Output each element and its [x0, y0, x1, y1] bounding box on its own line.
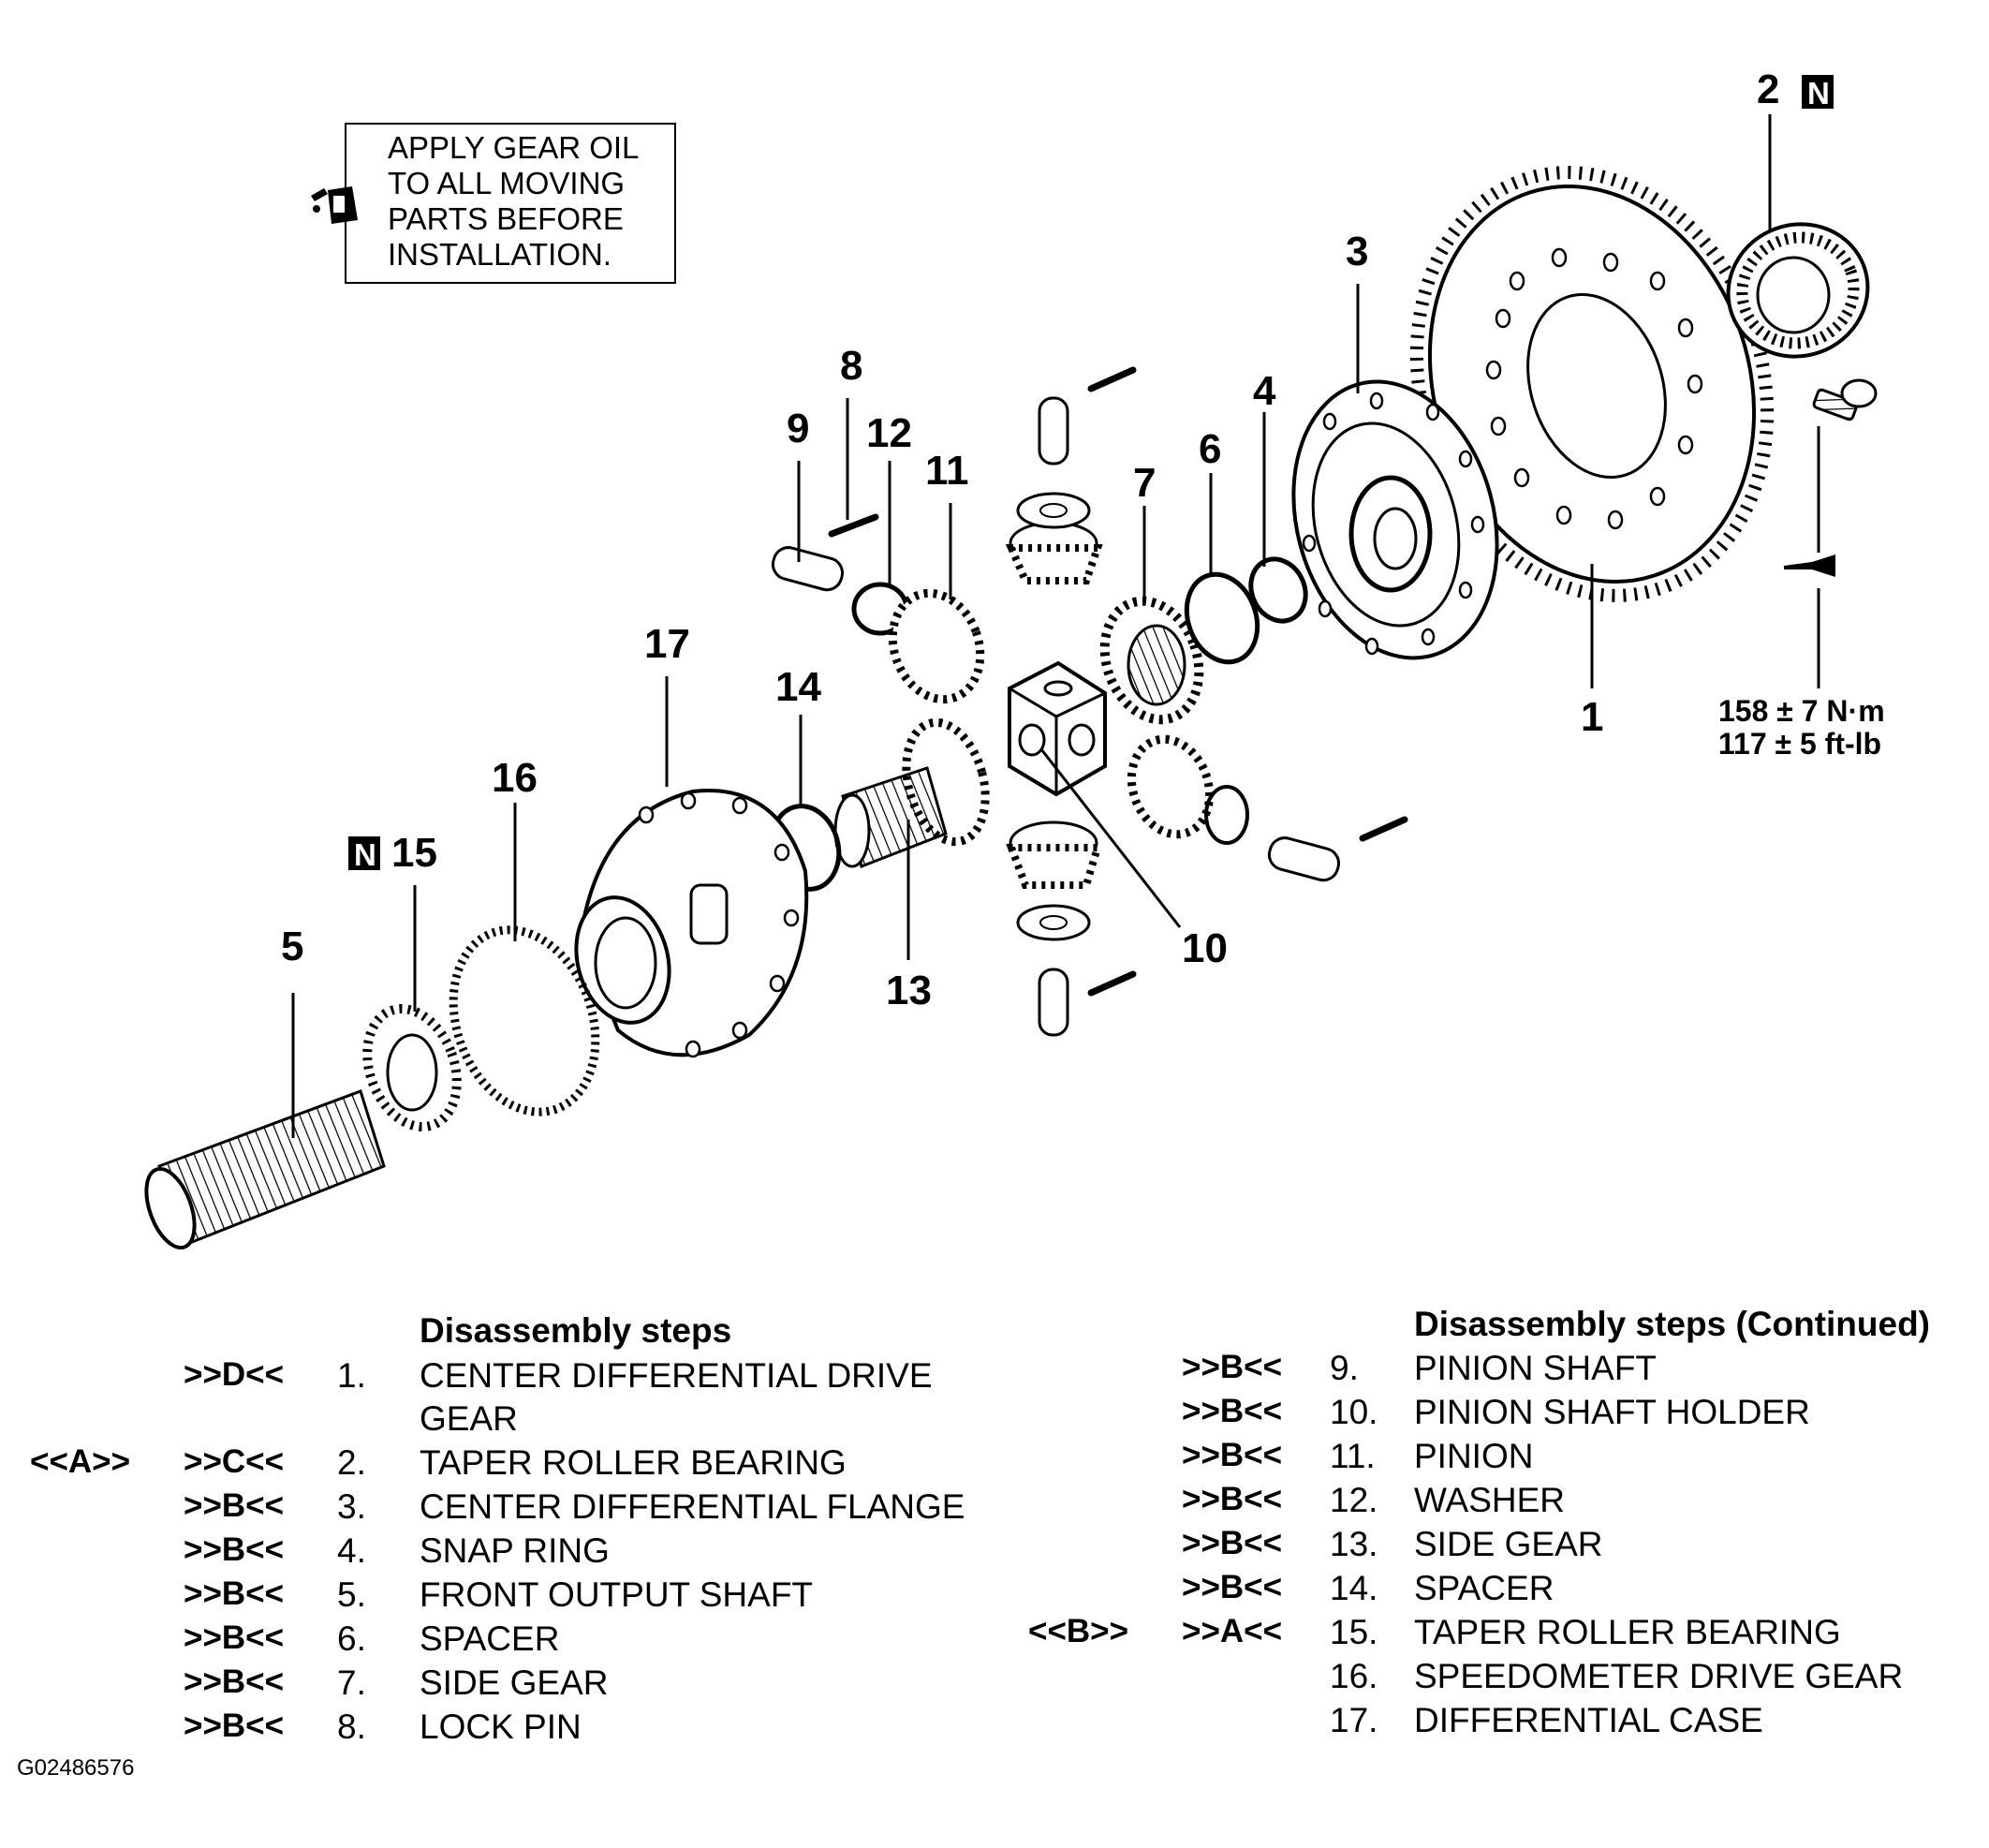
- step-row-continuation: GEAR: [420, 1399, 518, 1438]
- step-row: >>B<< 11. PINION: [1182, 1437, 1534, 1475]
- svg-text:N: N: [1807, 76, 1830, 111]
- pinion-left: [888, 588, 985, 704]
- pinion-lower: [1006, 821, 1103, 941]
- callout-12: 12: [866, 410, 912, 456]
- note-line-4: INSTALLATION.: [388, 237, 611, 272]
- step-row: >>B<< 3. CENTER DIFFERENTIAL FLANGE: [184, 1487, 965, 1526]
- new-part-mark-15: N: [348, 836, 380, 872]
- callout-17: 17: [644, 621, 690, 667]
- callout-1: 1: [1581, 694, 1603, 740]
- callout-4: 4: [1253, 368, 1276, 414]
- disassembly-steps-right: Disassembly steps (Continued) >>B<< 9. P…: [1021, 1305, 1985, 1754]
- step-row: >>B<< 8. LOCK PIN: [184, 1708, 582, 1746]
- document-id: G02486576: [17, 1755, 135, 1781]
- callout-2: 2: [1757, 67, 1779, 112]
- disassembly-steps-left: Disassembly steps >>D<< 1. CENTER DIFFER…: [0, 1311, 1021, 1761]
- taper-roller-bearing-top: [1726, 222, 1870, 359]
- gear-oil-note: APPLY GEAR OIL TO ALL MOVING PARTS BEFOR…: [345, 123, 676, 284]
- callout-11: 11: [925, 448, 969, 494]
- callout-15: 15: [391, 830, 437, 876]
- oil-can-icon: [311, 186, 358, 224]
- taper-roller-bearing-lower: [362, 1004, 462, 1131]
- step-row: >>B<< 13. SIDE GEAR: [1182, 1525, 1603, 1563]
- side-gear-right: [1099, 596, 1204, 725]
- bolt: [1812, 378, 1878, 421]
- step-row: >>B<< 6. SPACER: [184, 1619, 560, 1658]
- center-differential-flange: [1291, 379, 1499, 660]
- exploded-view-diagram: 1 2 3 4 5 6 7 8 9 10 11 12 13 14 15 16 1…: [144, 67, 1885, 1250]
- callout-3: 3: [1346, 229, 1368, 274]
- callout-13: 13: [886, 968, 932, 1013]
- note-line-1: APPLY GEAR OIL: [388, 130, 640, 165]
- step-row: >>B<< 7. SIDE GEAR: [184, 1663, 609, 1702]
- callout-14: 14: [775, 664, 821, 710]
- step-row: 17. DIFFERENTIAL CASE: [1330, 1701, 1763, 1739]
- step-row: <<B>> >>A<< 15. TAPER ROLLER BEARING: [1028, 1613, 1841, 1651]
- callout-7: 7: [1133, 460, 1156, 506]
- pinion-right: [1127, 734, 1249, 845]
- note-line-2: TO ALL MOVING: [388, 166, 626, 200]
- callout-8: 8: [840, 343, 862, 389]
- step-row: >>B<< 9. PINION SHAFT: [1182, 1349, 1658, 1387]
- step-row: <<A>> >>C<< 2. TAPER ROLLER BEARING: [30, 1443, 847, 1482]
- pinion-shaft-holder: [1008, 660, 1107, 797]
- torque-metric: 158 ± 7 N·m: [1718, 694, 1885, 728]
- torque-imperial: 117 ± 5 ft-lb: [1718, 727, 1881, 761]
- step-row: 16. SPEEDOMETER DRIVE GEAR: [1330, 1657, 1904, 1695]
- callout-10: 10: [1182, 925, 1228, 971]
- new-part-mark-2: N: [1802, 75, 1834, 111]
- step-row: >>B<< 12. WASHER: [1182, 1481, 1566, 1519]
- center-differential-drive-gear: [1409, 166, 1775, 602]
- differential-case: [574, 789, 809, 1058]
- callout-9: 9: [787, 406, 809, 451]
- pinion-upper: [1005, 492, 1103, 584]
- leader-lines: [291, 114, 1820, 1138]
- step-row: >>B<< 4. SNAP RING: [184, 1531, 610, 1570]
- step-row: >>D<< 1. CENTER DIFFERENTIAL DRIVE: [184, 1356, 933, 1395]
- pinion-shaft-top: [1038, 366, 1137, 466]
- speedometer-drive-gear: [449, 925, 600, 1116]
- steps-header: Disassembly steps: [420, 1311, 732, 1350]
- callout-6: 6: [1199, 426, 1221, 472]
- svg-text:N: N: [354, 837, 376, 872]
- torque-wrench-icon: [1784, 554, 1835, 577]
- callout-16: 16: [492, 755, 538, 801]
- pinion-shaft-right: [1267, 816, 1408, 882]
- pinion-shaft-bottom: [1038, 968, 1137, 1037]
- step-row: >>B<< 5. FRONT OUTPUT SHAFT: [184, 1575, 814, 1614]
- front-output-shaft: [144, 1089, 386, 1250]
- pinion-shaft-left: [771, 513, 879, 592]
- step-row: >>B<< 10. PINION SHAFT HOLDER: [1182, 1393, 1810, 1431]
- note-line-3: PARTS BEFORE: [388, 201, 624, 236]
- side-gear-left: [833, 717, 990, 869]
- steps-header-continued: Disassembly steps (Continued): [1414, 1305, 1931, 1343]
- callout-5: 5: [281, 924, 303, 969]
- step-row: >>B<< 14. SPACER: [1182, 1569, 1554, 1607]
